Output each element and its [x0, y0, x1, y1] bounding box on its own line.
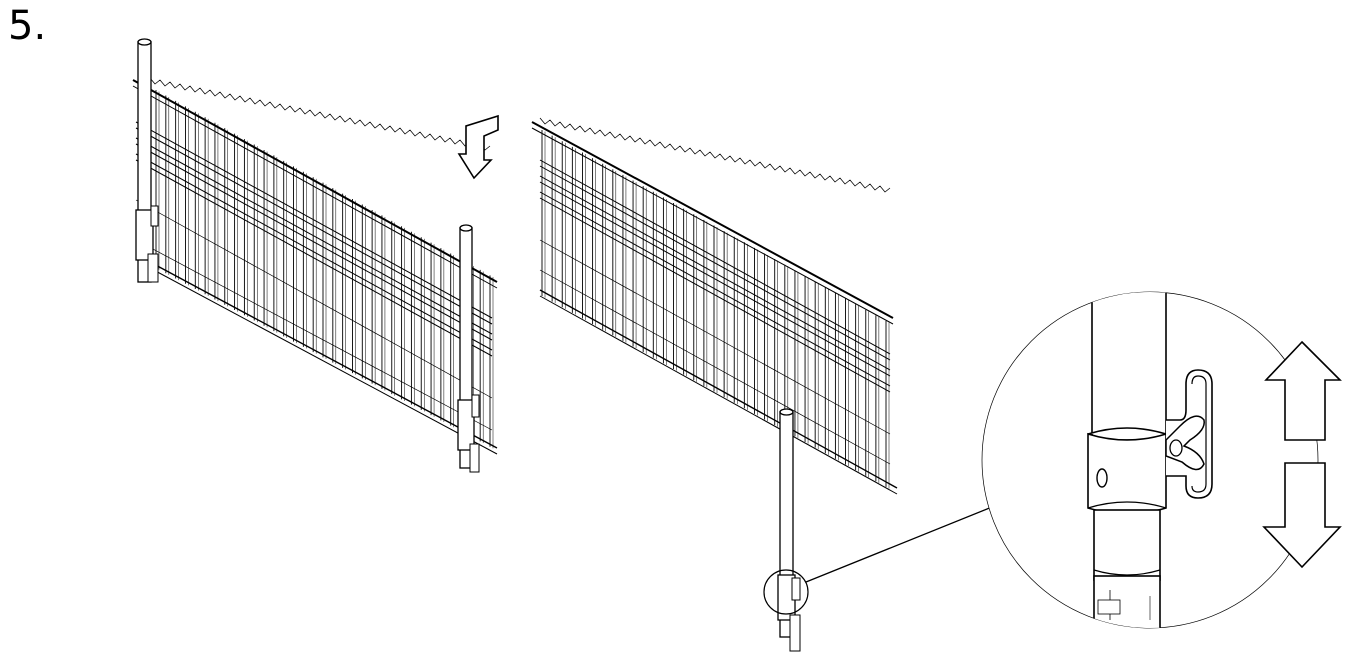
- right-fence-panel: [531, 117, 898, 495]
- left-post: [135, 38, 159, 283]
- step-number: 5.: [8, 3, 47, 49]
- arrow-down-icon: [1262, 462, 1342, 569]
- detail-view: [981, 291, 1319, 629]
- middle-post: [457, 224, 480, 473]
- detail-marker: [763, 569, 809, 615]
- right-post: [777, 408, 801, 652]
- left-fence-panel: [132, 75, 498, 455]
- arrow-up-icon: [1264, 340, 1342, 441]
- insert-arrow-icon: [457, 114, 499, 180]
- detail-leader-line: [805, 506, 993, 583]
